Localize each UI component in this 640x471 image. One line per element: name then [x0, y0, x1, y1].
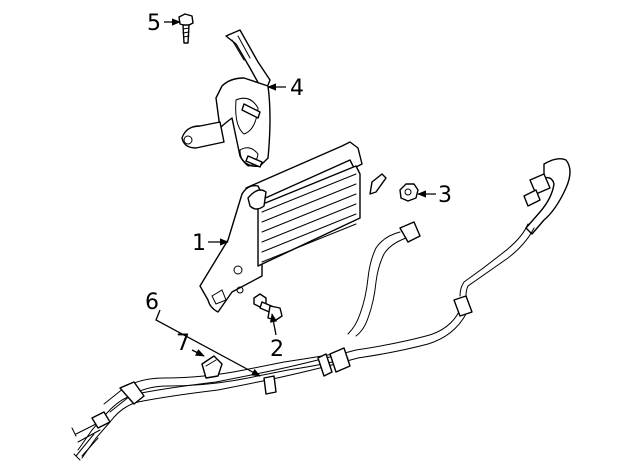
oil-cooler [199, 141, 387, 313]
callout-3: 3 [438, 183, 452, 208]
callout-5: 5 [147, 11, 161, 36]
cooler-hose-middle [347, 221, 421, 337]
callout-2: 2 [270, 337, 284, 362]
nut [399, 183, 419, 202]
callout-4: 4 [290, 76, 304, 101]
callout-leaders [155, 18, 436, 377]
callout-numbers: 5 4 1 3 2 6 7 [145, 11, 452, 362]
cooler-hose-upper [459, 157, 571, 297]
cooler-bolt [253, 293, 283, 321]
cooler-lines [71, 295, 473, 461]
callout-7: 7 [176, 331, 190, 356]
line-clip [201, 355, 223, 379]
callout-6: 6 [145, 290, 159, 315]
mounting-bracket [181, 29, 271, 168]
bracket-bolt [178, 13, 194, 44]
callout-1: 1 [192, 231, 206, 256]
